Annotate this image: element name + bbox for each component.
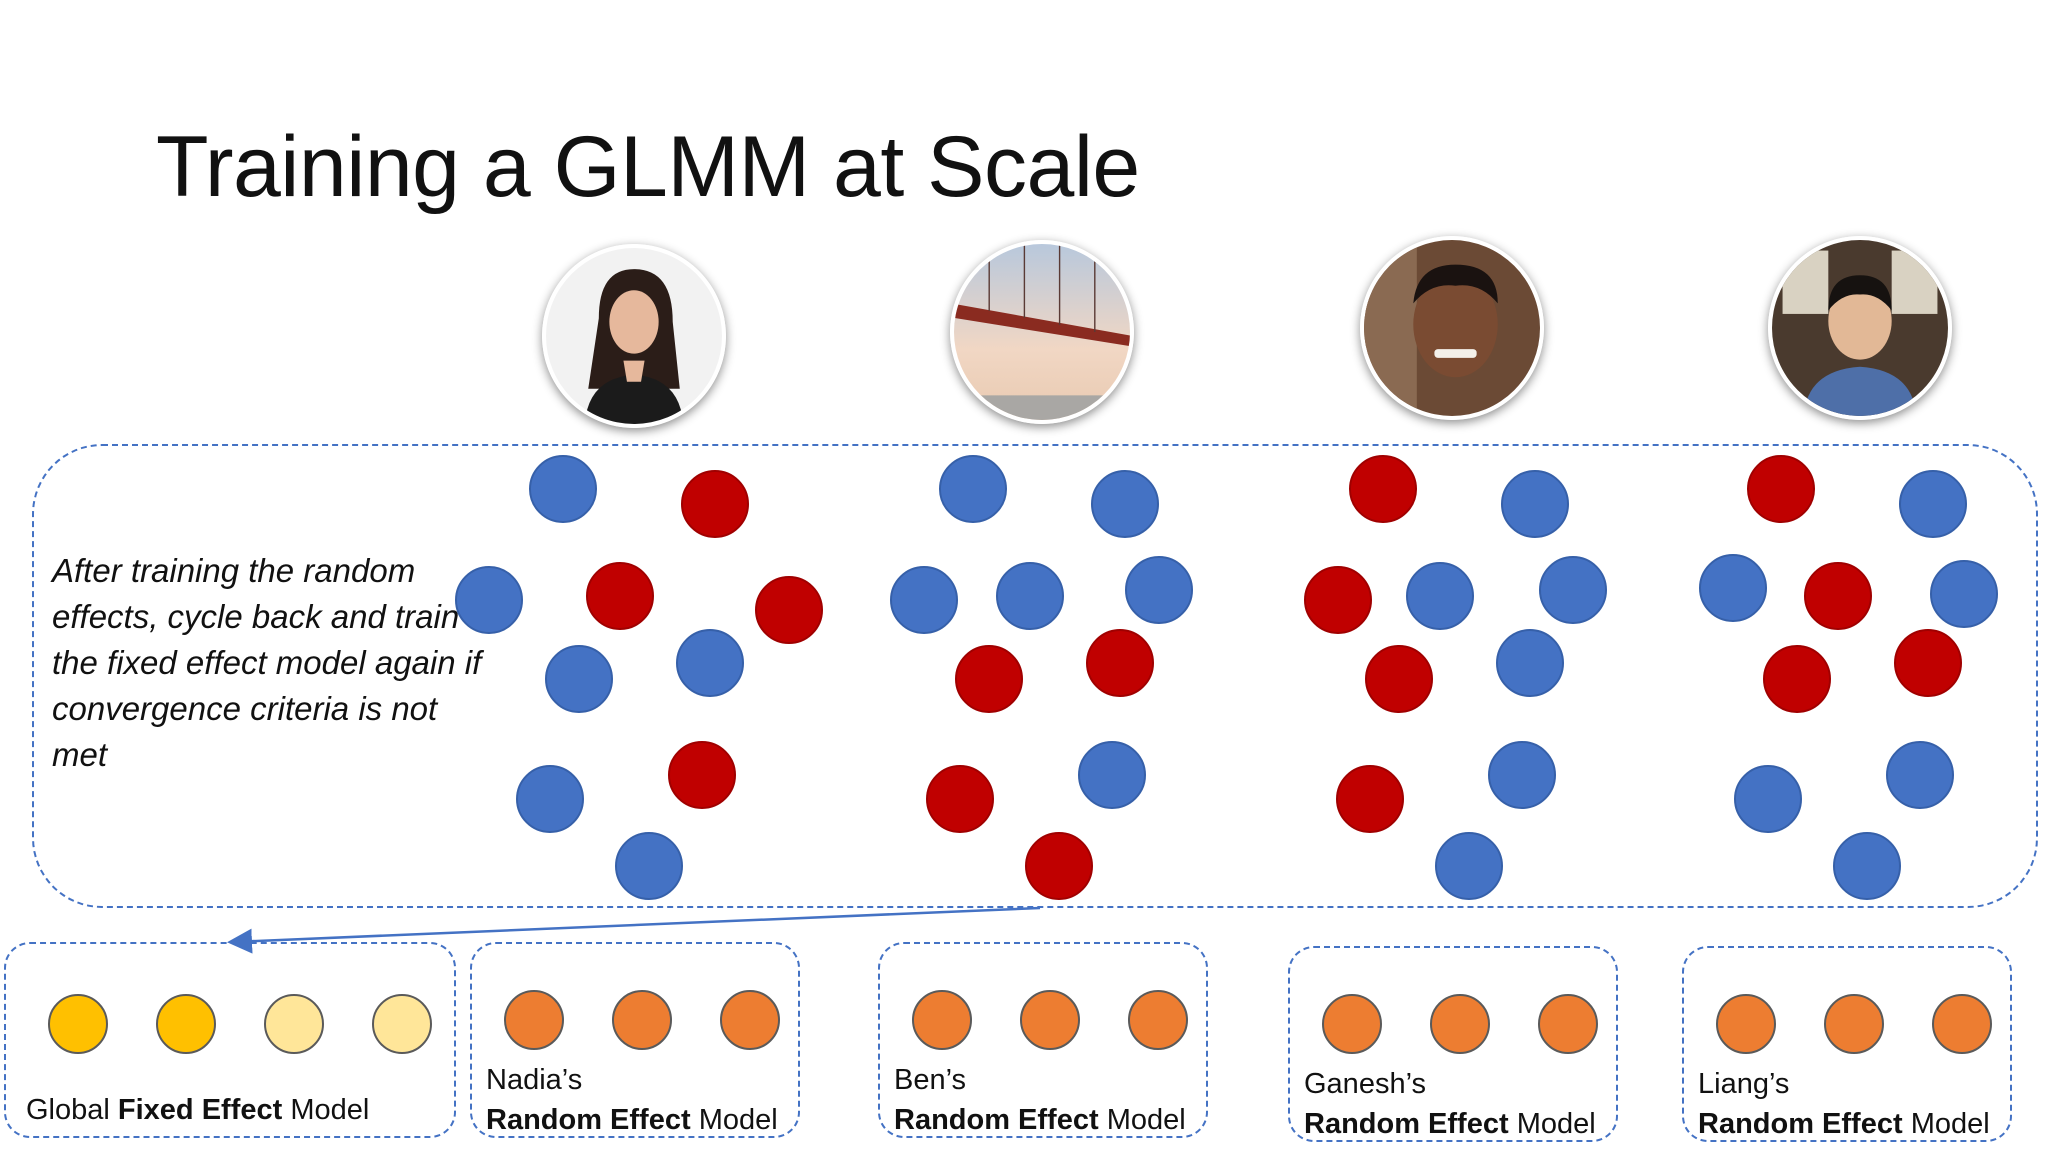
data-point <box>1539 556 1607 624</box>
data-point <box>1699 554 1767 622</box>
person-photo-icon <box>546 248 722 424</box>
data-point <box>1336 765 1404 833</box>
data-point <box>1125 556 1193 624</box>
label-bold: Random Effect <box>894 1104 1099 1136</box>
nadia-random-effect-model <box>470 942 800 1138</box>
label-bold: Random Effect <box>1698 1108 1903 1140</box>
fixed-effect-coefficient <box>48 994 108 1054</box>
data-point <box>545 645 613 713</box>
label-prefix: Global <box>26 1094 118 1126</box>
label-suffix: Model <box>1508 1108 1596 1140</box>
data-point <box>668 741 736 809</box>
avatar-ganesh <box>1360 236 1544 420</box>
data-point <box>1091 470 1159 538</box>
random-effect-coefficient <box>1716 994 1776 1054</box>
person-photo-icon <box>1364 240 1540 416</box>
data-point <box>1406 562 1474 630</box>
data-point <box>676 629 744 697</box>
random-effect-coefficient <box>1824 994 1884 1054</box>
data-point <box>1747 455 1815 523</box>
label-suffix: Model <box>282 1094 370 1126</box>
data-point <box>1488 741 1556 809</box>
random-effect-coefficient <box>612 990 672 1050</box>
label-bold: Random Effect <box>486 1104 691 1136</box>
data-point <box>455 566 523 634</box>
person-photo-icon <box>1772 240 1948 416</box>
convergence-note: After training the random effects, cycle… <box>52 552 482 773</box>
fixed-effect-coefficient <box>372 994 432 1054</box>
random-effect-coefficient <box>1538 994 1598 1054</box>
random-effect-coefficient <box>1322 994 1382 1054</box>
avatar-liang <box>1768 236 1952 420</box>
data-point <box>996 562 1064 630</box>
data-point <box>1886 741 1954 809</box>
ganesh-model-owner: Ganesh’s <box>1304 1068 1426 1100</box>
liang-random-effect-model <box>1682 946 2012 1142</box>
data-point <box>1930 560 1998 628</box>
global-model-label: Global Fixed Effect Model <box>26 1090 369 1130</box>
data-point <box>890 566 958 634</box>
random-effect-coefficient <box>1430 994 1490 1054</box>
data-point <box>1349 455 1417 523</box>
data-point <box>1086 629 1154 697</box>
data-point <box>1025 832 1093 900</box>
label-suffix: Model <box>1098 1104 1186 1136</box>
fixed-effect-coefficient <box>156 994 216 1054</box>
data-point <box>1899 470 1967 538</box>
data-point <box>1304 566 1372 634</box>
data-point <box>1365 645 1433 713</box>
data-point <box>955 645 1023 713</box>
ben-model-label: Random Effect Model <box>894 1100 1186 1140</box>
fixed-effect-coefficient <box>264 994 324 1054</box>
data-point <box>1734 765 1802 833</box>
data-point <box>1894 629 1962 697</box>
data-point <box>516 765 584 833</box>
random-effect-coefficient <box>1932 994 1992 1054</box>
data-point <box>1435 832 1503 900</box>
liang-model-owner: Liang’s <box>1698 1068 1790 1100</box>
data-point <box>755 576 823 644</box>
slide-title: Training a GLMM at Scale <box>156 119 1140 215</box>
data-point <box>1496 629 1564 697</box>
label-bold: Fixed Effect <box>117 1094 283 1126</box>
random-effect-coefficient <box>504 990 564 1050</box>
nadia-model-label: Random Effect Model <box>486 1100 778 1140</box>
random-effect-coefficient <box>720 990 780 1050</box>
random-effect-coefficient <box>1020 990 1080 1050</box>
data-point <box>681 470 749 538</box>
random-effect-coefficient <box>1128 990 1188 1050</box>
nadia-model-owner: Nadia’s <box>486 1064 583 1096</box>
label-bold: Random Effect <box>1304 1108 1509 1140</box>
global-fixed-effect-model <box>4 942 456 1138</box>
avatar-nadia <box>542 244 726 428</box>
ganesh-model-label: Random Effect Model <box>1304 1104 1596 1144</box>
label-suffix: Model <box>1902 1108 1990 1140</box>
data-point <box>926 765 994 833</box>
data-point <box>615 832 683 900</box>
data-point <box>1501 470 1569 538</box>
data-point <box>939 455 1007 523</box>
data-point <box>1763 645 1831 713</box>
data-point <box>529 455 597 523</box>
data-point <box>1804 562 1872 630</box>
random-effect-coefficient <box>912 990 972 1050</box>
label-suffix: Model <box>690 1104 778 1136</box>
liang-model-label: Random Effect Model <box>1698 1104 1990 1144</box>
data-point <box>1078 741 1146 809</box>
data-point <box>586 562 654 630</box>
ben-model-owner: Ben’s <box>894 1064 967 1096</box>
data-point <box>1833 832 1901 900</box>
ben-random-effect-model <box>878 942 1208 1138</box>
ganesh-random-effect-model <box>1288 946 1618 1142</box>
